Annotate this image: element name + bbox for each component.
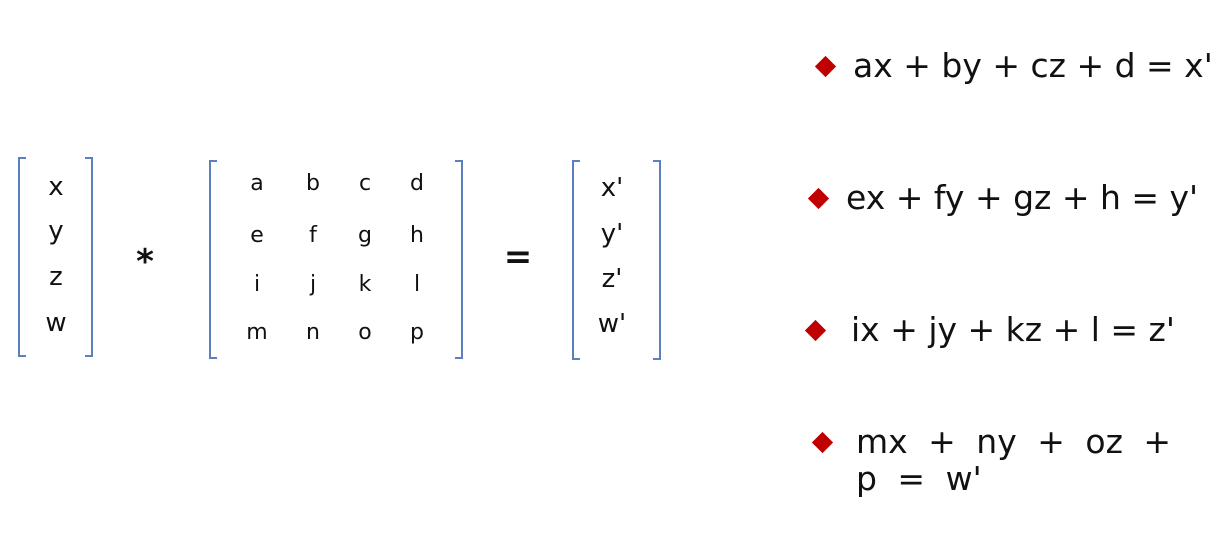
matrix-entry: i (253, 272, 261, 297)
matrix-entry: n (306, 320, 320, 345)
input-vector-entry: w (45, 308, 67, 338)
matrix-entry: e (250, 223, 264, 248)
equation-text: ax + by + cz + d = x' (853, 46, 1213, 85)
matrix-entry: m (246, 320, 268, 345)
output-vector-entry: z' (601, 264, 623, 294)
matrix-entry: g (358, 223, 372, 248)
output-vector-entry: x' (600, 173, 624, 203)
equation-text: mx + ny + oz + p = w' (856, 422, 1172, 498)
equation-text: ex + fy + gz + h = y' (846, 178, 1199, 217)
output-vector-entry: y' (600, 219, 624, 249)
multiply-operator: * (136, 242, 154, 282)
output-vector-entry: w' (597, 309, 627, 339)
matrix-entry: h (410, 223, 424, 248)
equals-operator: = (503, 237, 533, 277)
matrix-entry: o (358, 320, 372, 345)
matrix-entry: p (410, 320, 424, 345)
equation-item: ex + fy + gz + h = y' (807, 178, 1199, 217)
equation-text: ix + jy + kz + l = z' (851, 310, 1175, 349)
diamond-bullet-icon (807, 187, 830, 210)
matrix-entry: b (306, 171, 320, 196)
matrix-entry: j (309, 272, 317, 297)
matrix-left-bracket (209, 160, 217, 359)
input-vector-left-bracket (18, 157, 26, 357)
matrix-entry: l (413, 272, 421, 297)
matrix-entry: a (250, 171, 264, 196)
equation-item: ix + jy + kz + l = z' (804, 310, 1175, 349)
input-vector-right-bracket (85, 157, 93, 357)
input-vector-entry: x (48, 172, 64, 202)
input-vector-entry: y (48, 216, 64, 246)
matrix-entry: c (358, 171, 372, 196)
matrix-entry: f (309, 223, 317, 248)
input-vector-entry: z (49, 262, 63, 292)
output-vector-right-bracket (653, 160, 661, 360)
diamond-bullet-icon (814, 55, 837, 78)
matrix-entry: k (358, 272, 372, 297)
diamond-bullet-icon (804, 319, 827, 342)
matrix-entry: d (410, 171, 424, 196)
equation-item: ax + by + cz + d = x' (814, 46, 1213, 85)
equation-item: mx + ny + oz + p = w' (811, 422, 1196, 498)
output-vector-left-bracket (572, 160, 580, 360)
diamond-bullet-icon (811, 431, 834, 454)
matrix-right-bracket (455, 160, 463, 359)
